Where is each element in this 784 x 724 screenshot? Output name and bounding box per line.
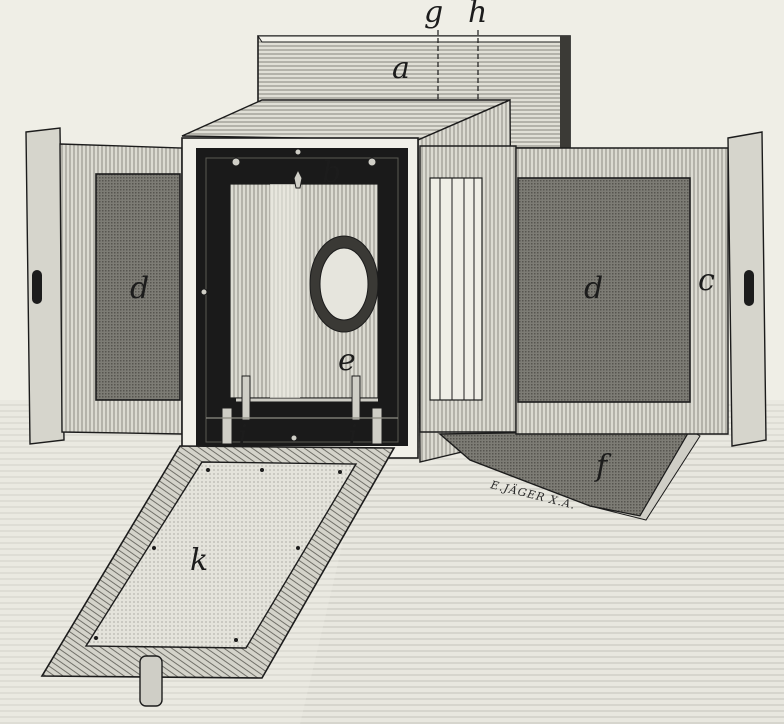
part-k-front-door xyxy=(40,445,396,707)
label-d-right: d xyxy=(584,271,603,306)
label-e: e xyxy=(338,343,356,378)
plate-holder-slots xyxy=(419,145,517,433)
part-d-left-door xyxy=(25,127,183,445)
label-k: k xyxy=(190,543,208,578)
label-i-right: i xyxy=(348,419,358,454)
camera-front xyxy=(181,137,419,459)
label-d-left: d xyxy=(130,271,149,306)
label-g: g xyxy=(424,0,443,30)
label-i-left: i xyxy=(238,419,248,454)
label-b: b xyxy=(322,155,341,190)
part-c-door-edge xyxy=(727,131,767,447)
label-h: h xyxy=(468,0,487,30)
label-c: c xyxy=(698,263,715,298)
label-a: a xyxy=(392,51,410,86)
part-d-right-door xyxy=(515,147,729,435)
